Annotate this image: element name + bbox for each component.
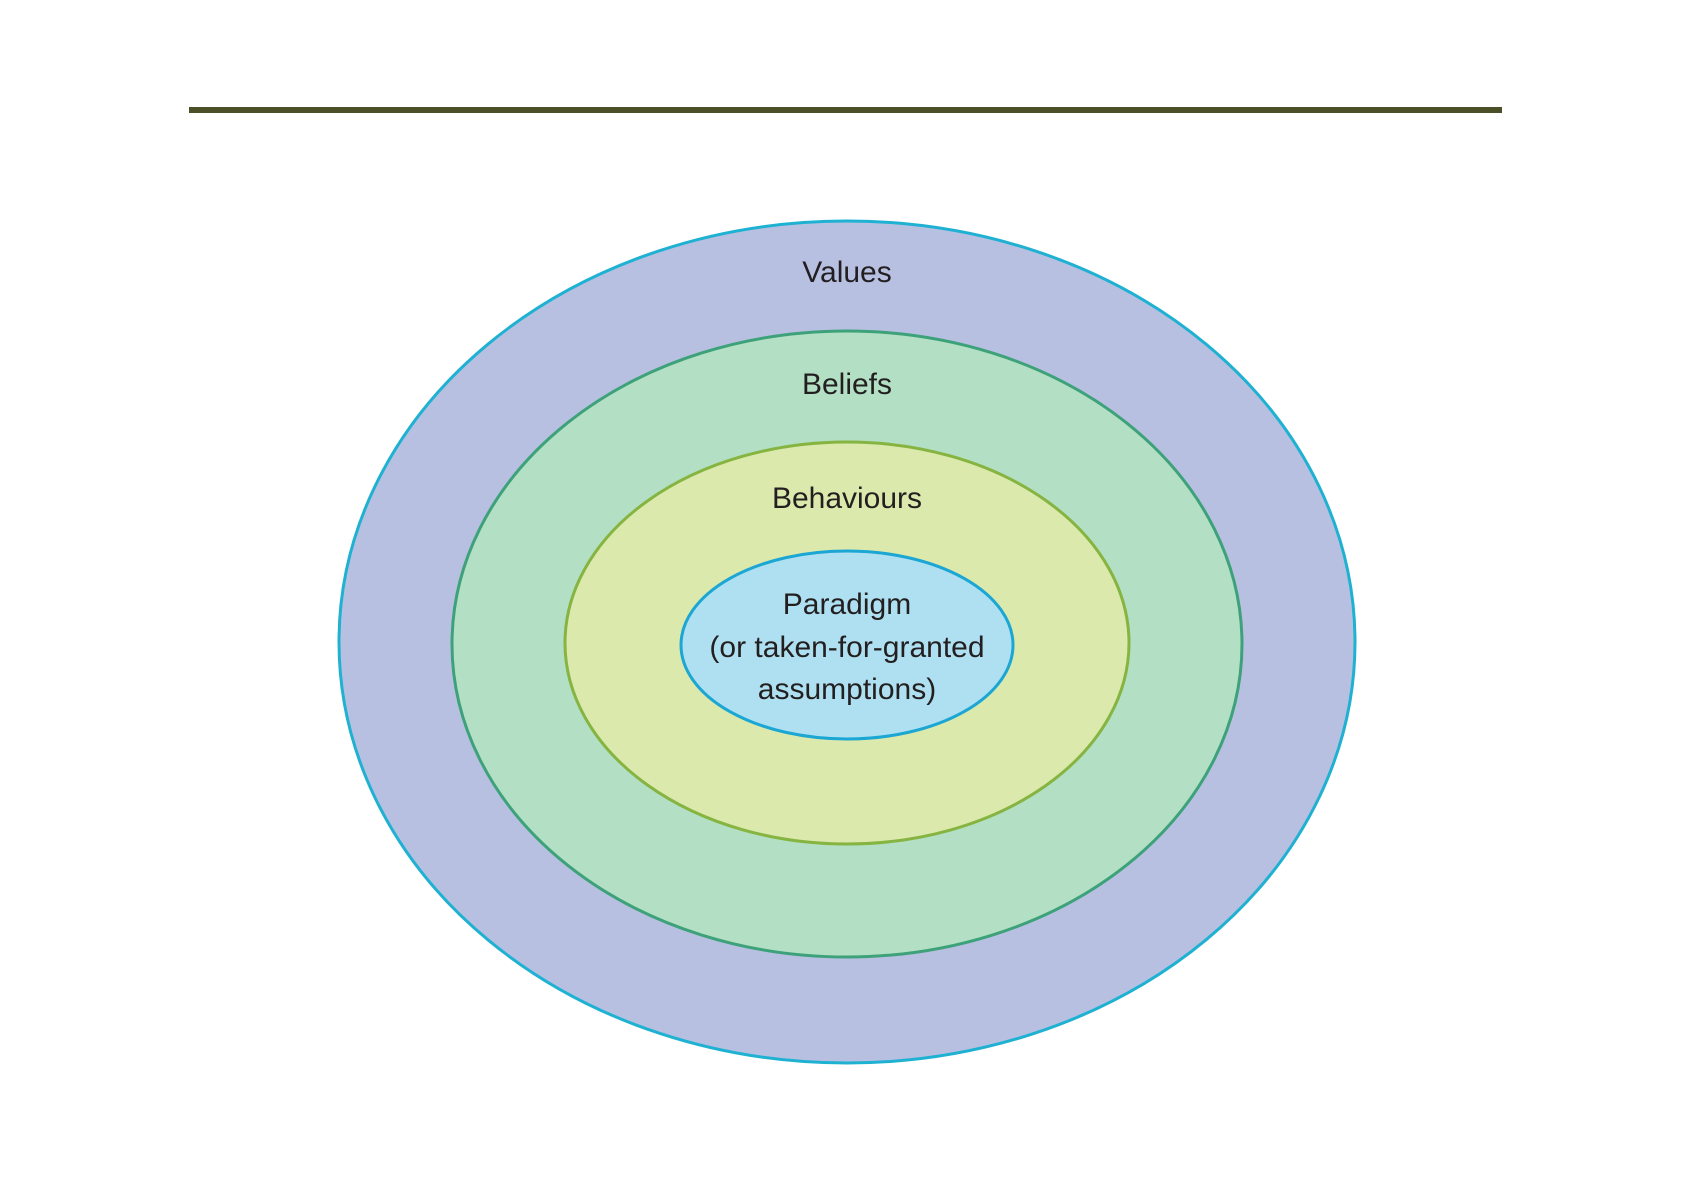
behaviours-label: Behaviours (772, 482, 922, 515)
paradigm-label-line-1: Paradigm (783, 588, 911, 621)
paradigm-label-line-3: assumptions) (758, 673, 936, 706)
values-label: Values (802, 256, 892, 289)
beliefs-label: Beliefs (802, 368, 892, 401)
paradigm-label-line-2: (or taken-for-granted (709, 631, 984, 664)
